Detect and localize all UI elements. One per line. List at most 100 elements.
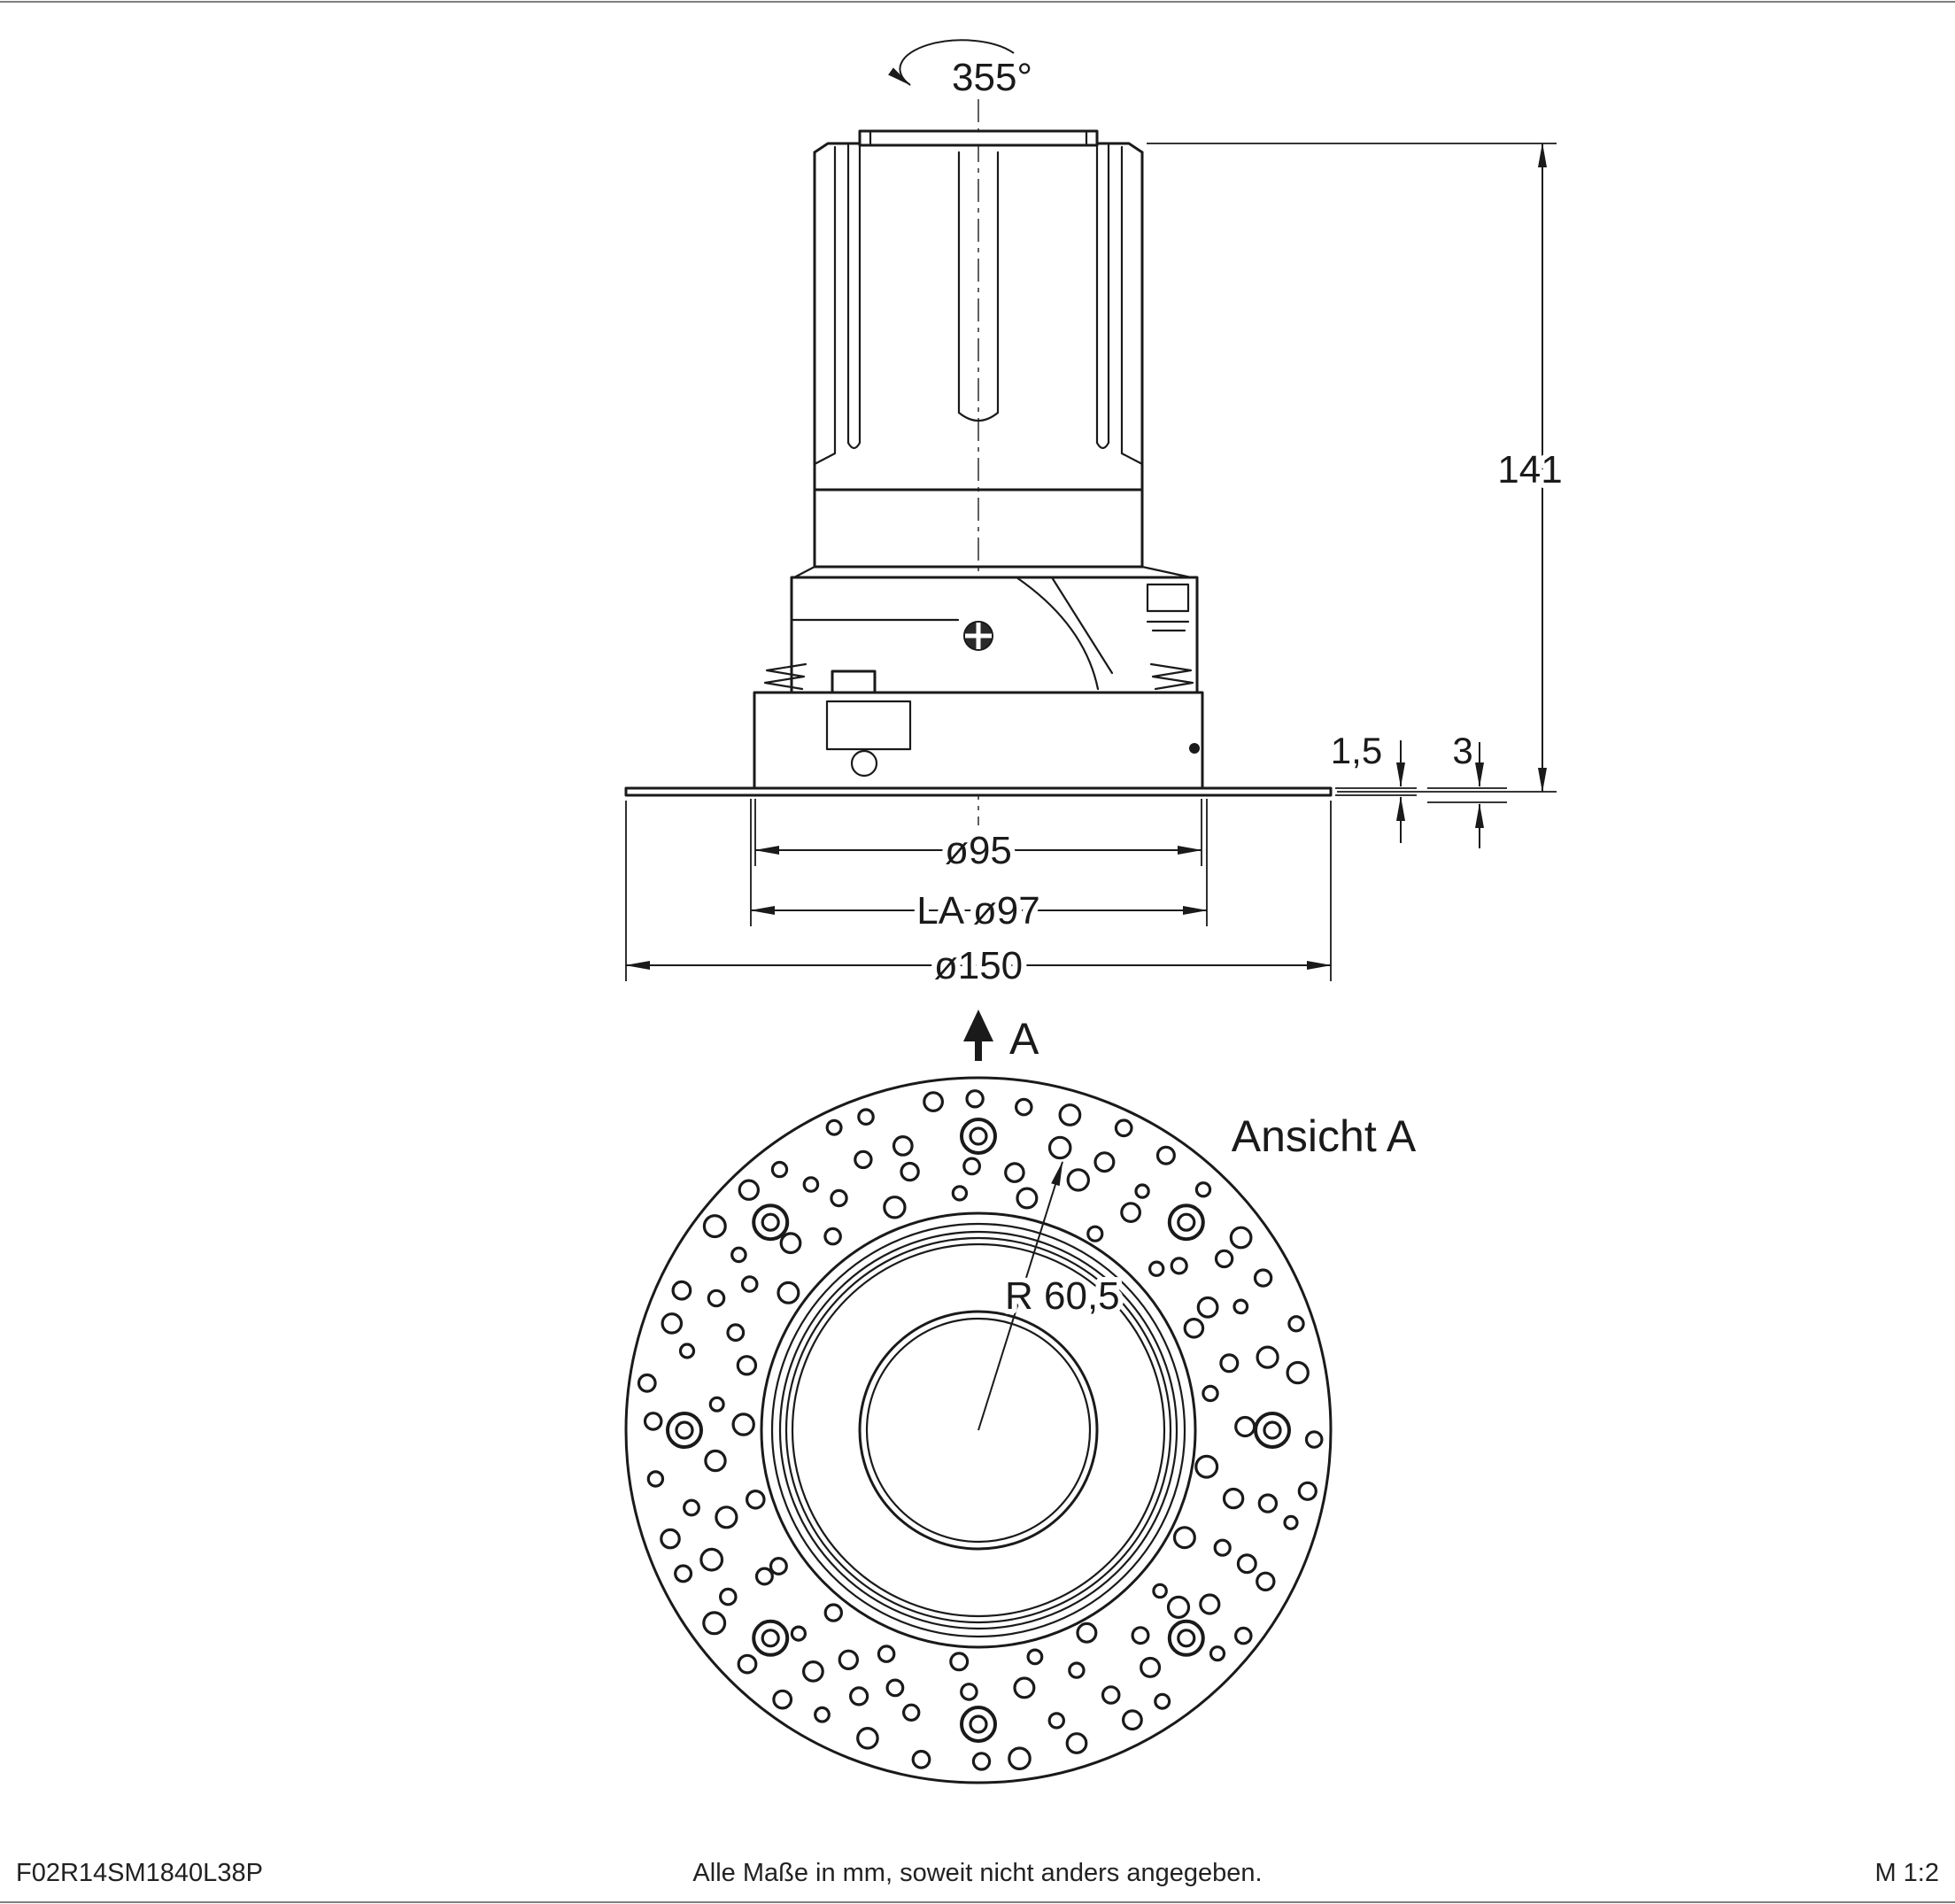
- bezel-ring-2: [770, 1222, 1186, 1638]
- perforation-hole: [683, 1498, 700, 1517]
- dim-flange-1-5: 1,5: [1325, 724, 1417, 843]
- perforation-hole: [802, 1660, 824, 1683]
- gearbox: [790, 576, 1199, 694]
- dimensions: 141 1,5 3 ø95: [625, 143, 1568, 1069]
- perforation-hole: [1076, 1621, 1098, 1644]
- lens-circle-inner: [865, 1317, 1092, 1544]
- perforation-hole: [951, 1185, 969, 1202]
- perforation-hole: [1256, 1571, 1276, 1592]
- perforation-hole: [1140, 1656, 1162, 1678]
- perforation-hole: [736, 1355, 758, 1376]
- perforation-hole: [660, 1528, 681, 1550]
- perforation-hole: [1155, 1145, 1176, 1165]
- flange: [624, 786, 1333, 797]
- perforation-hole: [708, 1396, 725, 1413]
- perforation-hole: [885, 1678, 905, 1698]
- footer-part-number: F02R14SM1840L38P: [16, 1859, 263, 1887]
- dim-dia-150: ø150: [625, 801, 1332, 993]
- grommet-hole: [969, 1126, 988, 1146]
- fin-right-inner: [1120, 145, 1144, 466]
- perforation-hole: [965, 1089, 985, 1109]
- perforation-hole: [702, 1611, 727, 1636]
- perforation-hole: [1234, 1626, 1253, 1645]
- perforation-hole: [1047, 1135, 1072, 1160]
- perforation-hole: [1287, 1315, 1305, 1333]
- perforation-hole: [1068, 1661, 1086, 1679]
- perforation-hole: [1219, 1353, 1240, 1374]
- lens-circle: [858, 1310, 1099, 1551]
- perforation-hole: [704, 1449, 727, 1473]
- dim-label-1-5: 1,5: [1331, 730, 1382, 771]
- perforation-hole: [1154, 1692, 1171, 1710]
- perforation-hole: [769, 1556, 788, 1575]
- perforation-hole: [825, 1118, 843, 1136]
- shoulder-left: [792, 565, 816, 579]
- dim-label-radius: R 60,5: [1005, 1274, 1120, 1318]
- grommet-hole: [675, 1420, 694, 1440]
- fin-slot-right-bottom: [1095, 441, 1110, 450]
- perforation-hole: [1222, 1487, 1245, 1510]
- dim-label-141: 141: [1497, 448, 1562, 491]
- footer: F02R14SM1840L38P Alle Maße in mm, soweit…: [16, 1859, 1939, 1887]
- mounting-box: [753, 691, 1204, 790]
- perforation-hole: [1120, 1202, 1141, 1223]
- perforation-hole: [900, 1161, 920, 1182]
- perforation-hole: [699, 1547, 724, 1572]
- dim-dia-95: ø95: [754, 799, 1202, 878]
- perforation-hole: [949, 1652, 970, 1672]
- perforation-hole: [1172, 1526, 1196, 1550]
- side-view: 355°: [624, 39, 1333, 825]
- perforation-hole: [1194, 1454, 1219, 1479]
- perforation-hole: [1170, 1257, 1188, 1275]
- shoulder-right: [1140, 565, 1193, 579]
- perforation-hole: [772, 1689, 793, 1710]
- perforation-hole: [1196, 1296, 1219, 1319]
- dim-label-97: LA ø97: [916, 889, 1039, 933]
- perforation-hole: [637, 1373, 657, 1393]
- perforation-hole: [814, 1706, 831, 1723]
- perforation-hole: [830, 1188, 848, 1208]
- bezel-ring-outer: [760, 1211, 1197, 1649]
- perforation-hole: [1148, 1260, 1165, 1277]
- perforation-hole: [911, 1749, 931, 1769]
- perforation-hole: [1257, 1493, 1279, 1513]
- perforation-hole: [1008, 1746, 1032, 1770]
- grommet-hole: [969, 1714, 988, 1734]
- perforation-hole: [790, 1625, 808, 1642]
- dim-protrusion-3: 3: [1427, 724, 1507, 848]
- perforation-hole: [1013, 1676, 1036, 1699]
- side-screw-dot: [1189, 743, 1200, 754]
- terminal-block: [825, 700, 912, 751]
- spring-clip-right: [1149, 662, 1194, 691]
- perforation-hole: [1066, 1168, 1091, 1192]
- perforation-hole: [770, 1160, 789, 1179]
- perforation-hole: [1152, 1583, 1168, 1599]
- perforation-hole: [1297, 1481, 1318, 1501]
- perforation-hole: [715, 1505, 738, 1529]
- perforation-hole: [1256, 1345, 1279, 1369]
- perforation-hole: [1283, 1514, 1299, 1530]
- perforation-hole: [661, 1312, 684, 1335]
- fin-left-inner: [813, 145, 837, 466]
- perforation-hole: [1209, 1645, 1226, 1662]
- perforation-hole: [1232, 1298, 1249, 1315]
- perforation-hole: [802, 1176, 820, 1193]
- perforation-hole: [1229, 1226, 1253, 1250]
- outer-trim-circle: [624, 1076, 1333, 1784]
- perforation-hole: [1183, 1318, 1205, 1339]
- perforation-hole: [1202, 1384, 1219, 1403]
- view-arrow-triangle: [963, 1010, 993, 1041]
- grommet-hole: [761, 1212, 780, 1232]
- perforation-hole: [730, 1246, 747, 1264]
- rotation-arrow: [888, 39, 1015, 86]
- top-cap: [858, 129, 1099, 147]
- perforation-hole: [1093, 1151, 1116, 1173]
- tilt-bracket-edge: [1050, 576, 1114, 675]
- bottom-view: R 60,5 Ansicht A: [624, 1076, 1422, 1784]
- perforation-hole: [823, 1603, 844, 1622]
- perforation-hole: [740, 1275, 759, 1293]
- perforation-hole: [823, 1227, 842, 1246]
- fin-slot-left-bottom: [846, 441, 862, 450]
- dim-label-150: ø150: [934, 944, 1023, 987]
- dim-label-95: ø95: [945, 829, 1012, 872]
